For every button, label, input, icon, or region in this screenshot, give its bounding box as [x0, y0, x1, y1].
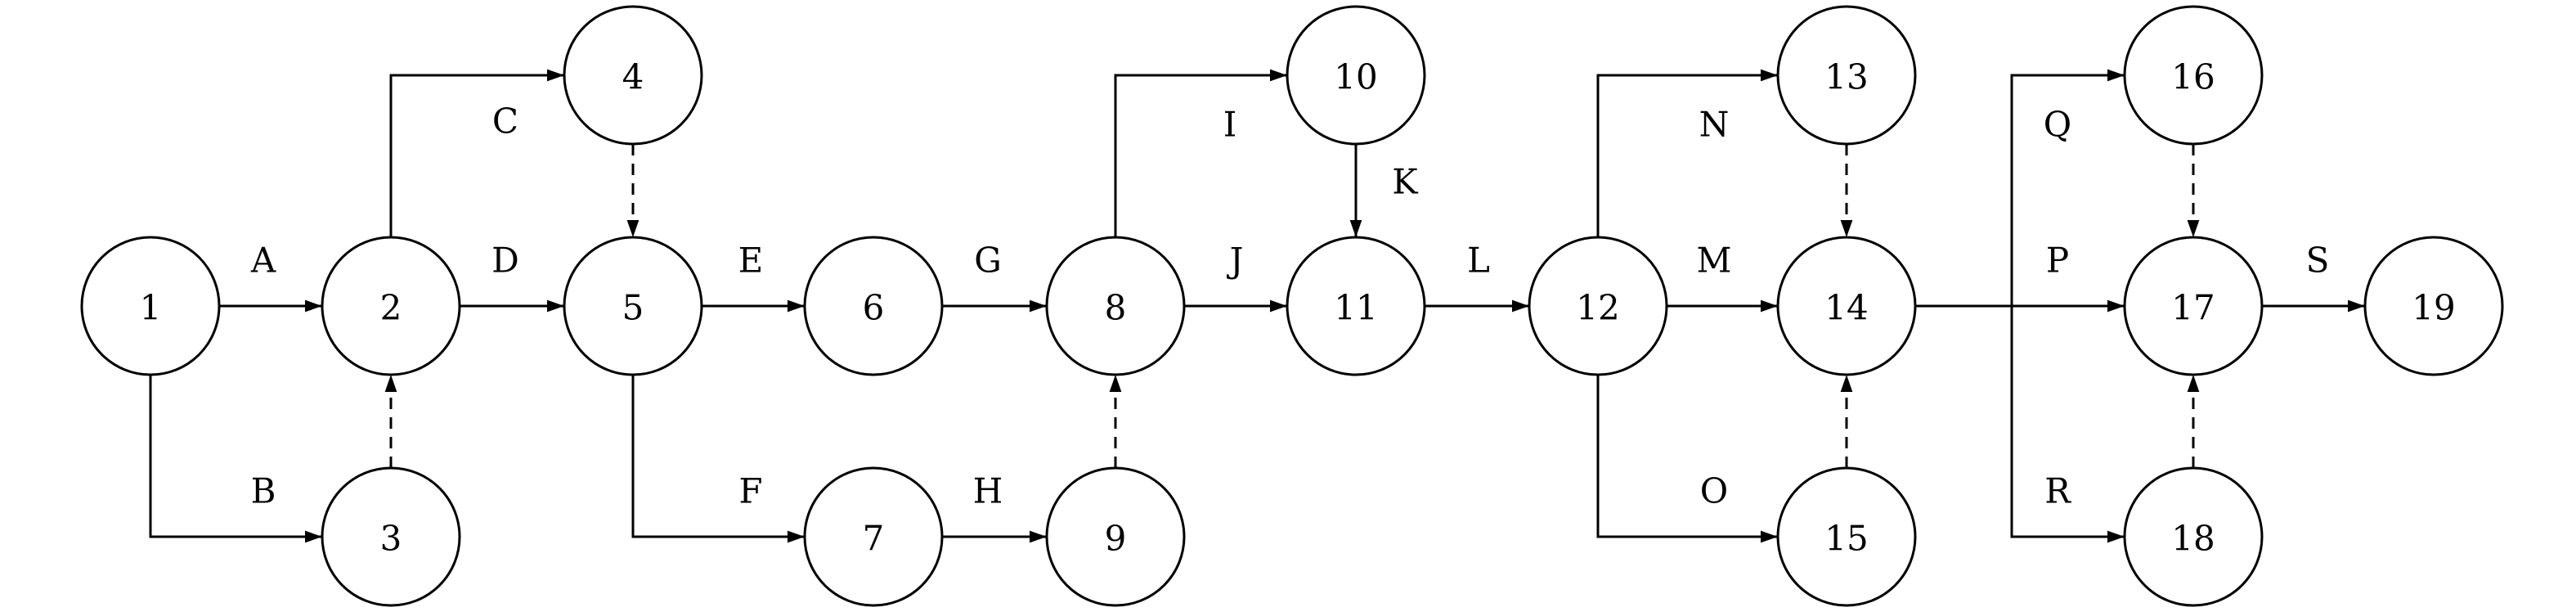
edge-label-O: O: [1700, 471, 1728, 511]
edge-O: [1596, 375, 1778, 543]
edge-label-K: K: [1392, 162, 1419, 202]
node-circle-11: [1286, 236, 1426, 376]
node-12: 12: [1528, 236, 1668, 376]
edge-C: [389, 69, 564, 237]
edge-label-P: P: [2046, 241, 2069, 281]
node-6: 6: [803, 236, 944, 376]
node-5: 5: [563, 236, 703, 376]
node-label-12: 12: [1576, 288, 1619, 328]
node-1: 1: [80, 236, 221, 376]
edge-label-M: M: [1696, 241, 1731, 281]
node-label-4: 4: [622, 57, 644, 97]
node-circle-18: [2123, 466, 2264, 607]
node-label-13: 13: [1824, 57, 1868, 97]
node-circle-9: [1045, 466, 1186, 607]
node-label-19: 19: [2412, 288, 2455, 328]
edge-F: [631, 375, 805, 543]
node-circle-3: [321, 466, 461, 607]
node-circle-13: [1776, 5, 1917, 146]
node-circle-15: [1776, 466, 1917, 607]
edge-label-C: C: [492, 101, 518, 142]
edge-label-A: A: [250, 241, 276, 281]
edge-label-S: S: [2306, 241, 2330, 281]
node-label-10: 10: [1334, 57, 1377, 97]
edge-label-G: G: [974, 241, 1002, 281]
node-7: 7: [803, 466, 944, 607]
node-circle-12: [1528, 236, 1668, 376]
node-circle-4: [563, 5, 703, 146]
node-16: 16: [2123, 5, 2264, 146]
node-label-3: 3: [380, 519, 402, 559]
node-circle-1: [80, 236, 221, 376]
node-label-15: 15: [1824, 519, 1868, 559]
edge-B: [149, 375, 322, 543]
node-label-11: 11: [1334, 288, 1377, 328]
node-label-8: 8: [1105, 288, 1127, 328]
node-9: 9: [1045, 466, 1186, 607]
node-17: 17: [2123, 236, 2264, 376]
node-2: 2: [321, 236, 461, 376]
node-circle-7: [803, 466, 944, 607]
node-label-16: 16: [2171, 57, 2215, 97]
node-8: 8: [1045, 236, 1186, 376]
edge-label-D: D: [491, 241, 519, 281]
node-15: 15: [1776, 466, 1917, 607]
node-label-9: 9: [1105, 519, 1127, 559]
node-label-18: 18: [2171, 519, 2215, 559]
edge-labels-layer: A B C D E F G H I J K L N M O Q P R S: [250, 101, 2330, 511]
node-label-6: 6: [863, 288, 885, 328]
node-circle-17: [2123, 236, 2264, 376]
node-4: 4: [563, 5, 703, 146]
edge-label-F: F: [738, 471, 762, 511]
edge-label-N: N: [1699, 105, 1730, 145]
node-3: 3: [321, 466, 461, 607]
edge-label-H: H: [973, 471, 1003, 511]
node-13: 13: [1776, 5, 1917, 146]
node-label-5: 5: [622, 288, 644, 328]
node-circle-6: [803, 236, 944, 376]
edge-label-R: R: [2044, 471, 2071, 511]
node-19: 19: [2363, 236, 2504, 376]
node-14: 14: [1776, 236, 1917, 376]
node-circle-10: [1286, 5, 1426, 146]
node-circle-14: [1776, 236, 1917, 376]
node-label-1: 1: [140, 288, 162, 328]
edges-layer: [149, 69, 2365, 543]
node-11: 11: [1286, 236, 1426, 376]
node-circle-8: [1045, 236, 1186, 376]
node-label-7: 7: [863, 519, 885, 559]
node-circle-2: [321, 236, 461, 376]
edge-label-Q: Q: [2044, 105, 2071, 145]
edge-R: [1915, 304, 2125, 543]
node-label-2: 2: [380, 288, 402, 328]
edge-I: [1114, 69, 1287, 237]
node-circle-5: [563, 236, 703, 376]
edge-label-L: L: [1467, 241, 1490, 281]
edge-label-I: I: [1223, 105, 1237, 145]
edge-N: [1596, 69, 1778, 237]
node-label-14: 14: [1824, 288, 1868, 328]
node-18: 18: [2123, 466, 2264, 607]
edge-label-J: J: [1227, 241, 1244, 281]
node-circle-19: [2363, 236, 2504, 376]
edge-label-E: E: [738, 241, 764, 281]
node-10: 10: [1286, 5, 1426, 146]
node-label-17: 17: [2171, 288, 2215, 328]
node-circle-16: [2123, 5, 2264, 146]
edge-label-B: B: [251, 471, 276, 511]
edge-Q: [1915, 69, 2125, 308]
